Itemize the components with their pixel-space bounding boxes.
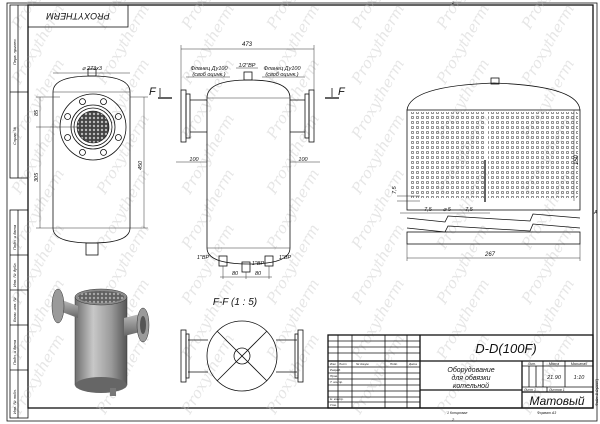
- section-title: F-F (1 : 5): [213, 297, 257, 308]
- bolt-hole: [100, 98, 107, 105]
- sheet-count: Листов 1: [548, 388, 565, 392]
- col-header: Дата: [408, 362, 417, 366]
- col-header: № докум.: [356, 362, 369, 366]
- bolt-hole: [79, 149, 86, 156]
- dimension-80: 80: [232, 271, 239, 277]
- format-label: Формат А3: [537, 411, 556, 415]
- mass-value: 21.90: [546, 375, 562, 381]
- strip-label: Подп. и дата: [12, 339, 17, 365]
- side-view: 473 Фланец Ду100 (своб оцинк.) Фланец Ду…: [149, 42, 346, 279]
- bolt-hole: [115, 134, 122, 141]
- strip-label: Справ. №: [12, 126, 17, 145]
- mesh-length-dimension: 267: [484, 252, 496, 258]
- left-strip: Перв. примен. Справ. № Подп. и дата Инв.…: [9, 4, 29, 419]
- scale-label: Масштаб: [571, 362, 588, 366]
- flange-left-note: (своб оцинк.): [192, 72, 225, 78]
- strip-label: Взам. инв. №: [12, 297, 17, 322]
- bolt-hole: [64, 113, 71, 120]
- copied-label: 1 Копировал: [447, 411, 467, 415]
- hole-diameter-dimension: ⌀ 5: [443, 207, 452, 213]
- scale-value: 1:10: [574, 375, 586, 381]
- sheet-frame: 2 2 A: [6, 0, 598, 422]
- brand-stamp: PROXYTHERM: [27, 4, 129, 28]
- role-label: Утв.: [330, 403, 337, 407]
- dimension-100-left: 100: [189, 157, 199, 163]
- file-label: Файл: D-D(100F): [595, 379, 599, 406]
- horizontal-pitch-dimension: 7,5: [465, 207, 474, 213]
- flange-left-label: Фланец Ду100: [190, 66, 228, 72]
- drawing-name-line: Оборудование: [447, 366, 494, 374]
- strip-label: Инв. № подл.: [12, 389, 17, 414]
- horizontal-pitch-dimension: 7,5: [424, 207, 433, 213]
- bolt-hole: [115, 113, 122, 120]
- role-label: Н. контр.: [330, 397, 344, 401]
- title-block: D-D(100F) Оборудование для обвязки котел…: [327, 334, 599, 415]
- mesh-height-dimension: 150: [574, 154, 580, 165]
- dimension-100-right: 100: [298, 157, 308, 163]
- bolt-hole: [64, 134, 71, 141]
- bottom-port-label: 1"ВР: [197, 255, 210, 261]
- flange-right-note: (своб оцинк.): [265, 72, 298, 78]
- section-view: F-F (1 : 5): [180, 297, 304, 392]
- dimension-80: 80: [255, 271, 262, 277]
- svg-text:F: F: [338, 86, 346, 98]
- col-header: Изм: [330, 362, 336, 366]
- section-mark-left: F: [149, 86, 172, 99]
- vertical-pitch-dimension: 7,5: [392, 185, 398, 194]
- drawing-name-line: котельной: [453, 382, 489, 390]
- overall-width-dimension: 473: [242, 42, 253, 48]
- section-mark-right: F: [325, 86, 346, 99]
- front-view: ⌀ 273x3 85 305 450: [34, 66, 148, 256]
- drawing-designation: D-D(100F): [475, 341, 536, 356]
- top-port-label: 1/2"ВР: [239, 63, 256, 69]
- sheet-mark-right: A: [593, 210, 598, 216]
- brand-stamp-text: PROXYTHERM: [46, 11, 110, 21]
- role-label: Пров.: [330, 374, 338, 378]
- bottom-port-label: 1"ВР: [279, 255, 292, 261]
- bolt-hole: [100, 149, 107, 156]
- lit-label: Лит.: [527, 362, 536, 366]
- col-header: Лист: [338, 362, 347, 366]
- strip-label: Перв. примен.: [12, 38, 17, 65]
- diameter-dimension: ⌀ 273x3: [82, 66, 103, 72]
- role-label: Т. контр.: [330, 380, 343, 384]
- sheet-mark-top: 2: [451, 0, 455, 5]
- dimension-85: 85: [34, 109, 40, 116]
- sheet-mark-bottom: 2: [451, 417, 455, 422]
- mesh-detail: 267 150 7,5 7,5 ⌀ 5 7,5: [392, 77, 581, 261]
- sheet-number: Лист 1: [523, 388, 536, 392]
- strip-label: Инв. № дубл.: [12, 262, 17, 287]
- role-label: Разраб.: [330, 368, 341, 372]
- dimension-305: 305: [34, 172, 40, 182]
- col-header: Подп.: [390, 362, 398, 366]
- dimension-450: 450: [138, 160, 144, 170]
- bolt-hole: [79, 98, 86, 105]
- flange-right-label: Фланец Ду100: [263, 66, 301, 72]
- strip-label: Подп. и дата: [12, 224, 17, 250]
- bottom-port-label: 1"ВР: [252, 261, 265, 267]
- strainer-3d-render: [51, 288, 150, 396]
- drawing-name-line: для обвязки: [451, 374, 490, 382]
- finish-label: Матовый: [529, 394, 584, 408]
- mass-label: Масса: [549, 362, 559, 366]
- svg-text:F: F: [149, 86, 157, 98]
